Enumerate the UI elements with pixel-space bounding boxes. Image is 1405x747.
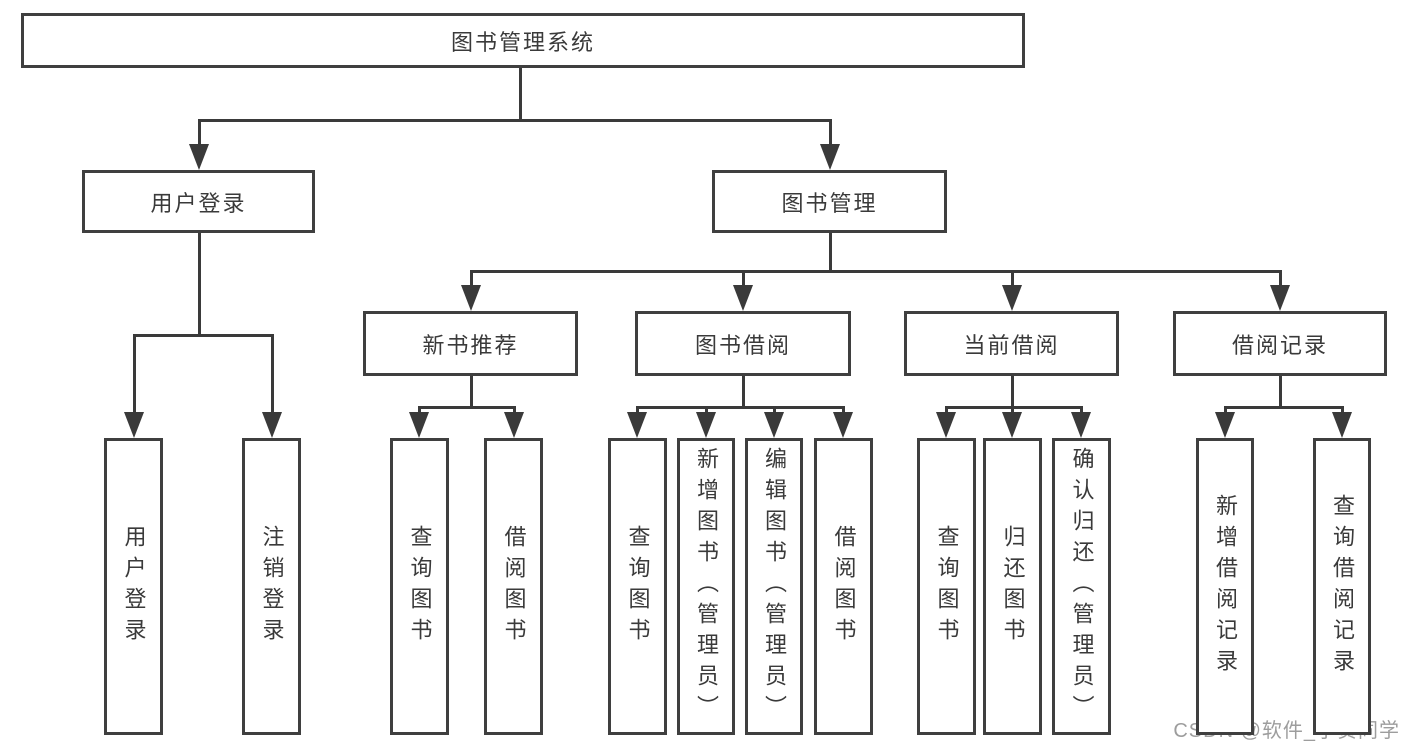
connector-drop (1010, 407, 1014, 414)
node-leaf-logout: 注销登录 (242, 438, 301, 735)
connector-drop (1340, 407, 1344, 414)
arrowhead-down-icon (764, 412, 784, 438)
arrowhead-down-icon (1215, 412, 1235, 438)
node-leaf-borrow-book-borrow: 借阅图书 (814, 438, 873, 735)
node-label: 确认归还（管理员） (1069, 447, 1095, 726)
node-label: 借阅记录 (1231, 332, 1328, 358)
connector-drop (417, 407, 421, 414)
arrowhead-down-icon (1071, 412, 1091, 438)
node-book-borrowing: 图书借阅 (635, 311, 851, 376)
arrowhead-down-icon (820, 144, 840, 170)
connector-drop (1223, 407, 1227, 414)
node-label: 查询图书 (625, 524, 651, 649)
node-leaf-query-book-borrow: 查询图书 (608, 438, 667, 735)
connector-drop (132, 335, 136, 414)
node-label: 查询图书 (934, 524, 960, 649)
node-leaf-add-borrow-record: 新增借阅记录 (1196, 438, 1254, 735)
node-label: 新增借阅记录 (1213, 493, 1238, 680)
node-label: 注销登录 (259, 524, 285, 649)
node-leaf-query-book-recommend: 查询图书 (390, 438, 449, 735)
connector-drop (512, 407, 516, 414)
arrowhead-down-icon (627, 412, 647, 438)
connector-drop (944, 407, 948, 414)
node-leaf-edit-book-admin: 编辑图书（管理员） (745, 438, 803, 735)
arrowhead-down-icon (409, 412, 429, 438)
connector-drop (741, 271, 745, 287)
node-label: 查询图书 (407, 524, 433, 649)
node-leaf-query-borrow-record: 查询借阅记录 (1313, 438, 1371, 735)
connector-stem (741, 376, 745, 409)
node-label: 归还图书 (1000, 524, 1026, 649)
connector-stem (1278, 376, 1282, 409)
arrowhead-down-icon (733, 285, 753, 311)
connector-rail (944, 405, 1083, 409)
node-label: 图书管理系统 (450, 29, 595, 55)
node-leaf-return-book: 归还图书 (983, 438, 1042, 735)
node-new-book-recommend: 新书推荐 (363, 311, 578, 376)
connector-rail (635, 405, 845, 409)
node-leaf-user-login: 用户登录 (104, 438, 163, 735)
node-label: 新增图书（管理员） (694, 447, 719, 726)
node-current-borrowing: 当前借阅 (904, 311, 1119, 376)
node-borrowing-records: 借阅记录 (1173, 311, 1387, 376)
connector-rail (1223, 405, 1344, 409)
node-book-management-group: 图书管理 (712, 170, 947, 233)
node-label: 借阅图书 (501, 524, 527, 649)
node-leaf-add-book-admin: 新增图书（管理员） (677, 438, 735, 735)
connector-drop (828, 120, 832, 146)
connector-drop (635, 407, 639, 414)
node-label: 新书推荐 (422, 332, 519, 358)
connector-stem (469, 376, 473, 409)
connector-rail (197, 118, 832, 122)
arrowhead-down-icon (1002, 412, 1022, 438)
arrowhead-down-icon (1270, 285, 1290, 311)
node-label: 当前借阅 (963, 332, 1060, 358)
connector-rail (132, 333, 274, 337)
connector-drop (1079, 407, 1083, 414)
node-label: 用户登录 (150, 190, 247, 216)
connector-drop (1010, 271, 1014, 287)
node-label: 用户登录 (121, 524, 147, 649)
arrowhead-down-icon (504, 412, 524, 438)
arrowhead-down-icon (262, 412, 282, 438)
node-root: 图书管理系统 (21, 13, 1025, 68)
arrowhead-down-icon (833, 412, 853, 438)
connector-drop (469, 271, 473, 287)
arrowhead-down-icon (1002, 285, 1022, 311)
arrowhead-down-icon (696, 412, 716, 438)
node-label: 查询借阅记录 (1330, 493, 1355, 680)
connector-drop (841, 407, 845, 414)
node-leaf-borrow-book-recommend: 借阅图书 (484, 438, 543, 735)
connector-stem (518, 68, 522, 122)
connector-drop (704, 407, 708, 414)
node-label: 图书管理 (781, 190, 878, 216)
connector-stem (1010, 376, 1014, 409)
node-leaf-query-book-current: 查询图书 (917, 438, 976, 735)
arrowhead-down-icon (936, 412, 956, 438)
connector-stem (828, 233, 832, 273)
node-label: 借阅图书 (831, 524, 857, 649)
connector-drop (772, 407, 776, 414)
connector-drop (1278, 271, 1282, 287)
arrowhead-down-icon (1332, 412, 1352, 438)
node-user-login-group: 用户登录 (82, 170, 315, 233)
arrowhead-down-icon (189, 144, 209, 170)
connector-drop (270, 335, 274, 414)
connector-drop (197, 120, 201, 146)
arrowhead-down-icon (461, 285, 481, 311)
arrowhead-down-icon (124, 412, 144, 438)
node-label: 图书借阅 (694, 332, 791, 358)
node-label: 编辑图书（管理员） (762, 447, 787, 726)
node-leaf-confirm-return-admin: 确认归还（管理员） (1052, 438, 1111, 735)
connector-stem (197, 233, 201, 337)
connector-rail (417, 405, 516, 409)
connector-rail (469, 269, 1282, 273)
